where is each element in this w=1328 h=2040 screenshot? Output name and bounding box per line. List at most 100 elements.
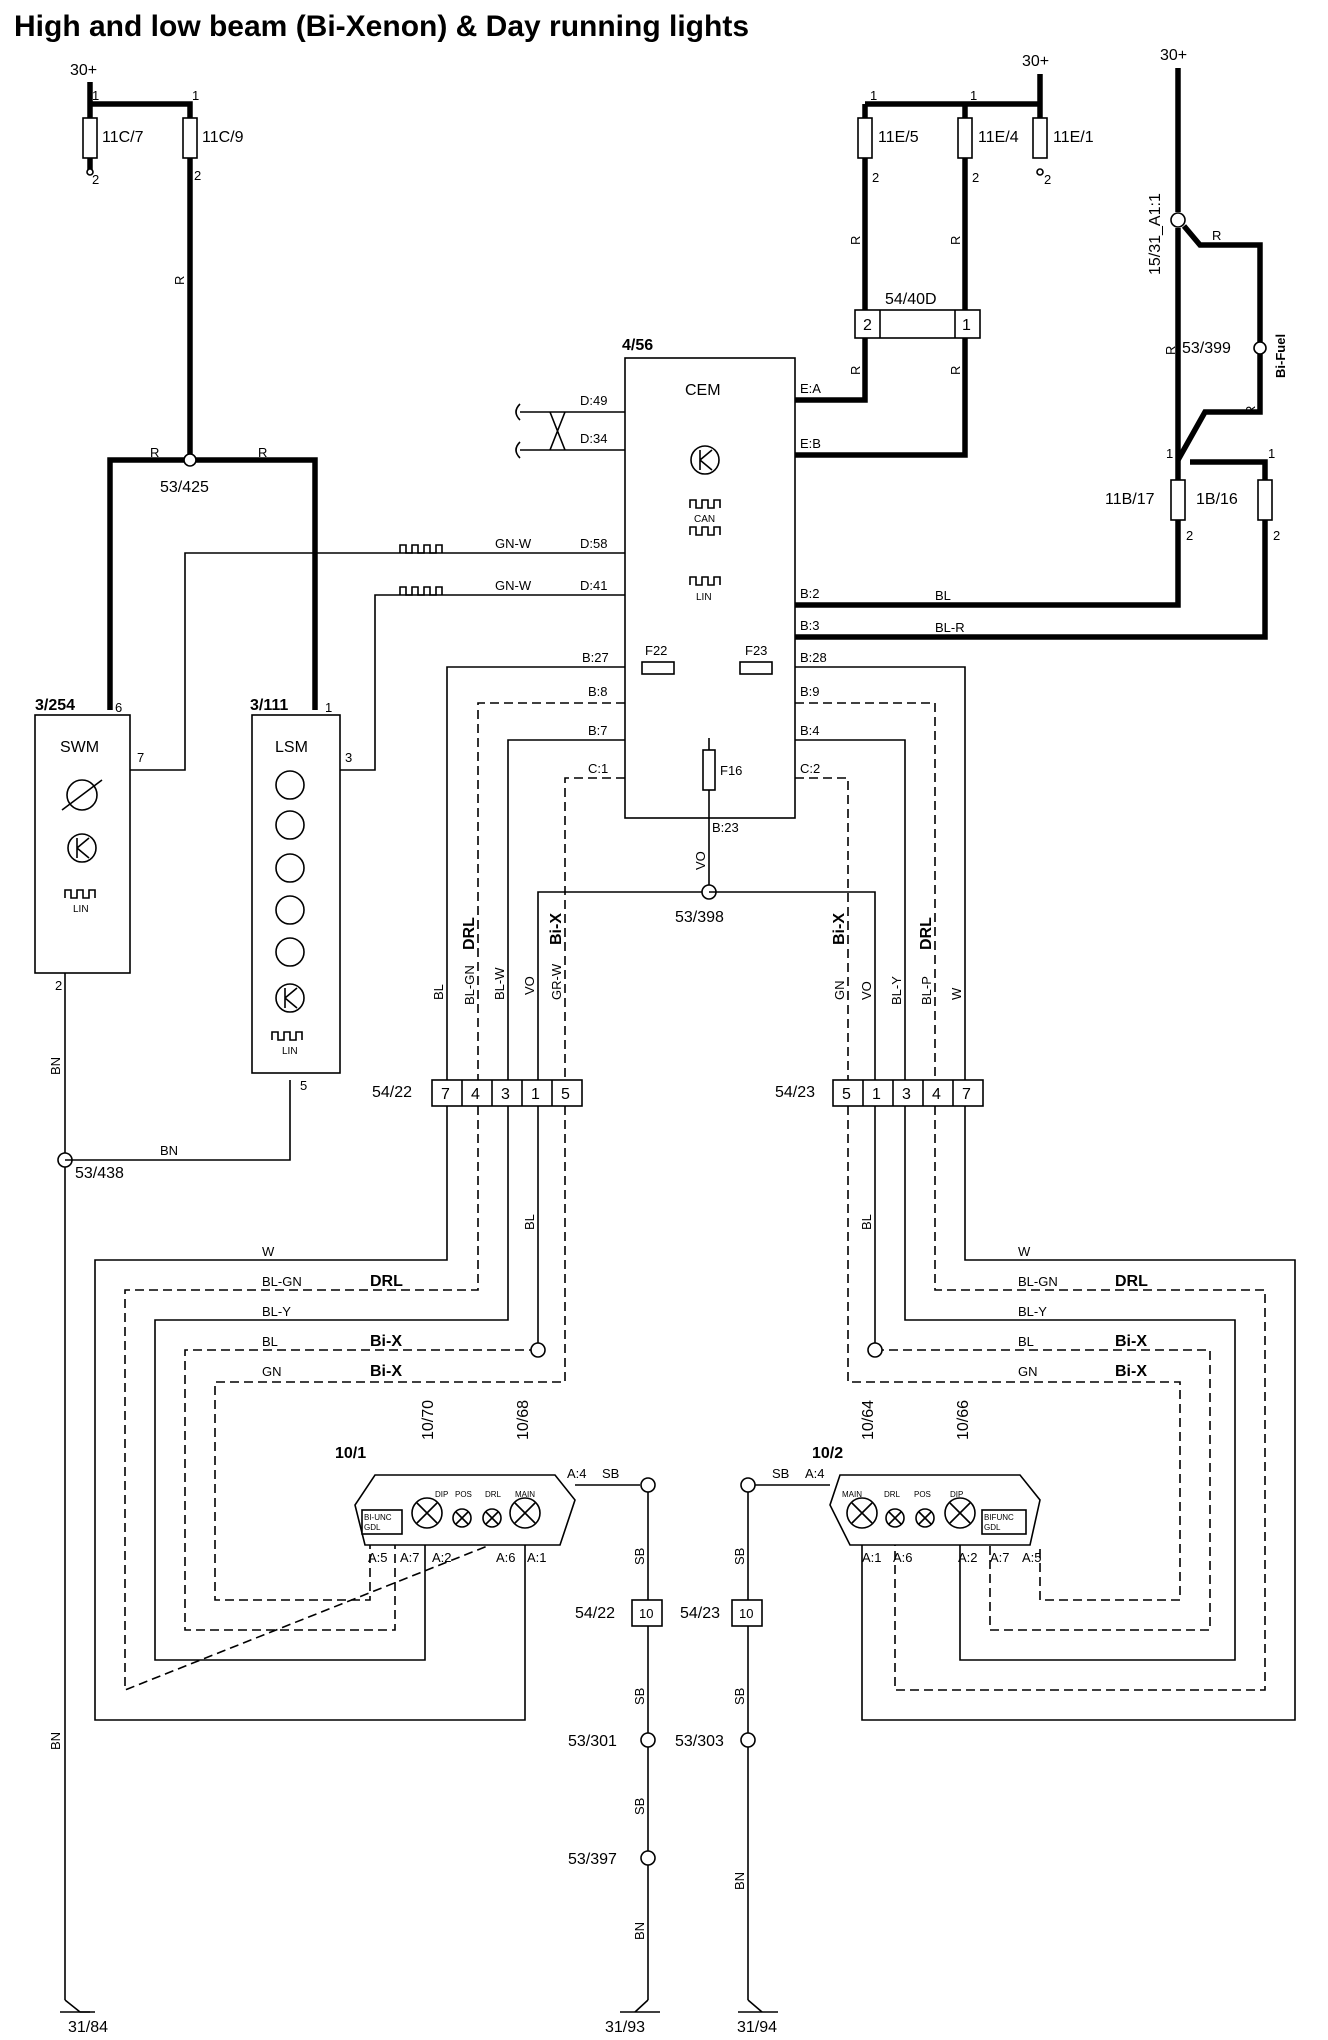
svg-text:DRL: DRL [1115,1273,1148,1290]
can-signal-icon [689,499,721,509]
svg-text:SWM: SWM [60,739,99,756]
svg-text:1: 1 [1166,446,1173,461]
svg-text:2: 2 [863,317,872,334]
left-harness: BL BL-GN DRL BL-W VO GR-W Bi-X VO 53/398 [431,666,724,1080]
cem-module: 4/56 CEM CAN LIN D:49 D:34 D:58 D:41 B:2… [580,337,827,835]
svg-text:A:5: A:5 [368,1550,388,1565]
supply-label: 30+ [70,62,97,79]
svg-text:BN: BN [160,1143,178,1158]
svg-text:BL-P: BL-P [919,976,934,1005]
svg-text:W: W [262,1244,275,1259]
svg-text:BL: BL [262,1334,278,1349]
splice-53-397 [640,1850,656,1866]
svg-text:D:58: D:58 [580,536,607,551]
svg-text:11C/7: 11C/7 [102,129,144,146]
pos-bulb-icon [452,1508,472,1528]
svg-text:53/301: 53/301 [568,1733,617,1750]
svg-text:F22: F22 [645,643,667,658]
svg-text:Bi-X: Bi-X [370,1333,402,1350]
fuse-11e5 [857,117,873,159]
svg-text:54/23: 54/23 [775,1084,815,1101]
svg-text:4: 4 [471,1086,480,1103]
svg-text:B:27: B:27 [582,650,609,665]
drl-bulb-icon [482,1508,502,1528]
svg-text:2: 2 [872,170,879,185]
main-bulb-icon [846,1497,878,1529]
svg-text:11C/9: 11C/9 [202,129,244,146]
svg-text:Bi-X: Bi-X [831,913,848,945]
svg-text:R: R [948,236,963,245]
svg-text:BIFUNC: BIFUNC [984,1513,1014,1522]
svg-text:D:34: D:34 [580,431,607,446]
svg-text:DRL: DRL [370,1273,403,1290]
connector-54-22-pin10 [631,1599,663,1627]
svg-text:MAIN: MAIN [515,1490,535,1499]
svg-text:3/254: 3/254 [35,697,75,714]
svg-text:GN: GN [1018,1364,1038,1379]
svg-text:CAN: CAN [694,514,715,525]
svg-text:GN: GN [262,1364,282,1379]
svg-text:R: R [1163,346,1178,355]
svg-text:GN: GN [832,981,847,1001]
svg-text:VO: VO [859,981,874,1000]
svg-text:A:1: A:1 [527,1550,547,1565]
svg-text:POS: POS [914,1490,931,1499]
headlight-icon [275,853,305,883]
svg-text:F16: F16 [720,763,742,778]
lsm-module: 3/111 LSM 1 3 5 LIN [250,697,352,1093]
lin-signal-icon [689,576,721,586]
dip-bulb-icon [944,1497,976,1529]
fuse-11c9 [182,117,198,159]
splice-53-301 [640,1732,656,1748]
svg-text:BL-GN: BL-GN [462,965,477,1005]
svg-text:R: R [258,445,267,460]
svg-text:Bi-X: Bi-X [1115,1333,1147,1350]
svg-text:SB: SB [632,1688,647,1705]
svg-text:GR-W: GR-W [549,963,564,1000]
svg-text:53/398: 53/398 [675,909,724,926]
cem-box [624,357,796,819]
can-bus-pair [515,403,625,459]
svg-text:B:28: B:28 [800,650,827,665]
svg-text:DRL: DRL [884,1490,901,1499]
svg-text:BL: BL [431,984,446,1000]
svg-text:BL-Y: BL-Y [1018,1304,1047,1319]
svg-text:BL-W: BL-W [492,967,507,1000]
svg-text:3/111: 3/111 [250,697,288,714]
right-ground-path: SB 10 54/23 SB 53/303 BN 31/94 [675,1477,778,2036]
svg-text:Bi-X: Bi-X [548,913,565,945]
fuse-f16 [702,749,716,791]
svg-text:GN-W: GN-W [495,578,532,593]
bifunc-module [981,1509,1027,1535]
svg-text:10/64: 10/64 [860,1400,877,1440]
switch-15-31 [1170,212,1186,228]
svg-text:31/93: 31/93 [605,2019,645,2036]
svg-text:5: 5 [300,1078,307,1093]
svg-text:E:B: E:B [800,436,821,451]
svg-text:VO: VO [693,851,708,870]
svg-text:LSM: LSM [275,739,308,756]
svg-text:6: 6 [115,700,122,715]
svg-text:1: 1 [962,317,971,334]
fuse-11e4 [957,117,973,159]
svg-text:BL: BL [935,588,951,603]
svg-text:C:2: C:2 [800,761,820,776]
svg-text:1: 1 [192,88,199,103]
svg-text:BI-UNC: BI-UNC [364,1513,392,1522]
fuse-group-11b: 30+ 15/31_A1:1 R R R 53/399 Bi-Fuel 1 1 … [795,47,1288,640]
svg-text:CEM: CEM [685,382,721,399]
svg-text:C:1: C:1 [588,761,608,776]
svg-text:DRL: DRL [485,1490,502,1499]
svg-text:DRL: DRL [461,917,478,950]
svg-text:11E/4: 11E/4 [978,129,1019,146]
svg-text:2: 2 [194,168,201,183]
svg-text:VO: VO [522,976,537,995]
svg-text:A:2: A:2 [958,1550,978,1565]
bifunc-module [361,1509,403,1535]
svg-text:54/22: 54/22 [575,1605,615,1622]
svg-text:Bi-X: Bi-X [370,1363,402,1380]
svg-text:1: 1 [1268,446,1275,461]
svg-text:E:A: E:A [800,381,821,396]
right-harness: W BL-P DRL BL-Y VO GN Bi-X [709,666,966,1080]
svg-text:BN: BN [48,1057,63,1075]
